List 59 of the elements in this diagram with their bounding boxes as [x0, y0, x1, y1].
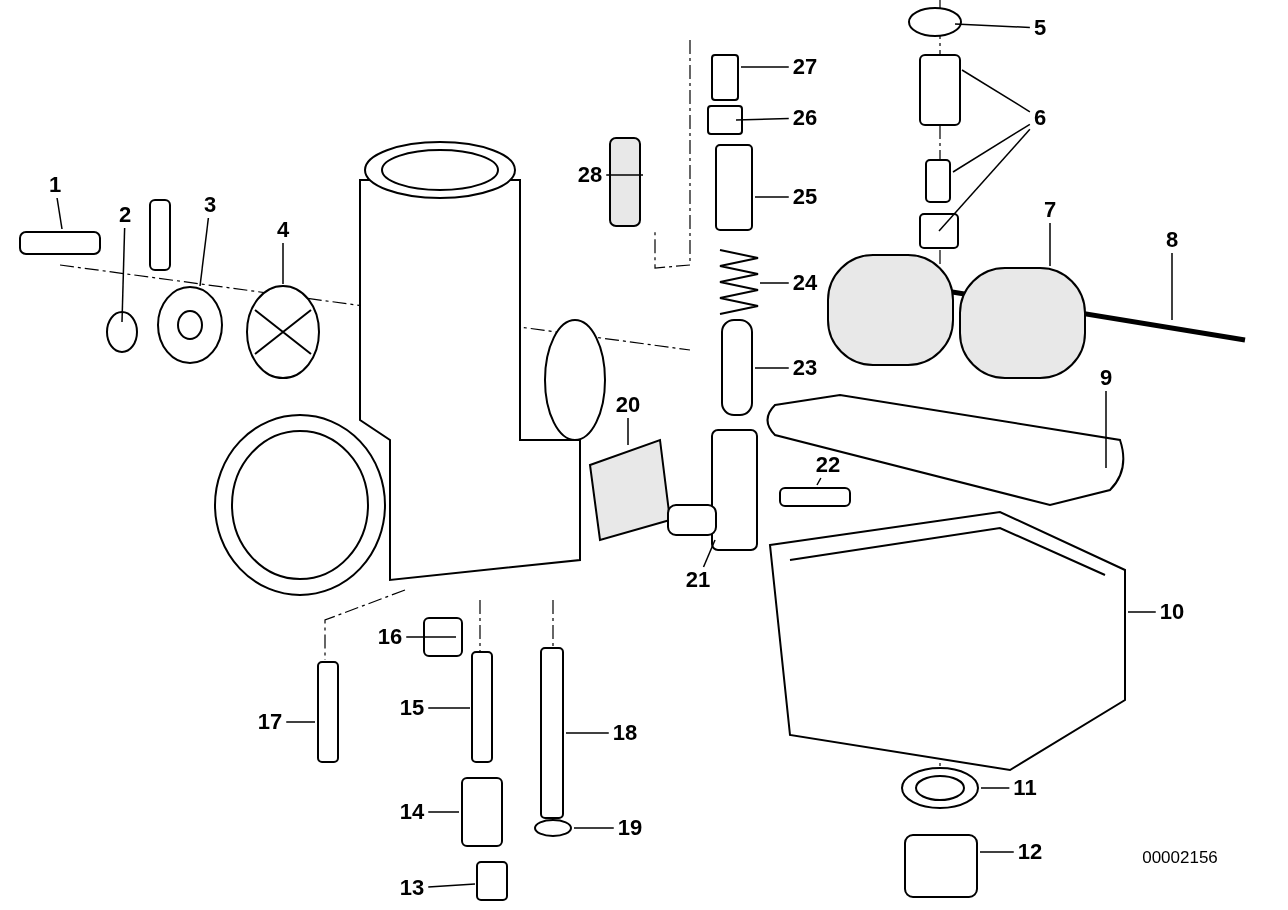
leader-line: [605, 174, 644, 176]
leader-line: [961, 69, 1031, 113]
leader-line: [285, 721, 316, 723]
leader-line: [627, 417, 629, 446]
callout-number: 17: [256, 711, 284, 733]
leader-line: [1171, 252, 1173, 321]
leader-line: [702, 539, 716, 568]
callout-number: 10: [1158, 601, 1186, 623]
callout-number: 2: [117, 204, 133, 226]
leader-line: [754, 196, 790, 198]
leader-line: [952, 123, 1031, 173]
callout-number: 3: [202, 194, 218, 216]
callout-number: 16: [376, 626, 404, 648]
leader-line: [740, 66, 790, 68]
callout-number: 19: [616, 817, 644, 839]
leader-line: [1127, 611, 1157, 613]
leader-line: [427, 883, 476, 888]
callout-number: 18: [611, 722, 639, 744]
callout-number: 21: [684, 569, 712, 591]
leader-line: [759, 282, 790, 284]
callout-number: 12: [1016, 841, 1044, 863]
callout-number: 27: [791, 56, 819, 78]
callout-number: 24: [791, 272, 819, 294]
callout-number: 1: [47, 174, 63, 196]
callout-number: 15: [398, 697, 426, 719]
callout-number: 22: [814, 454, 842, 476]
leader-line: [980, 787, 1011, 789]
leader-line: [199, 217, 210, 287]
callout-number: 14: [398, 801, 426, 823]
leader-line: [573, 827, 615, 829]
callout-number: 5: [1032, 17, 1048, 39]
callout-number: 25: [791, 186, 819, 208]
callout-number: 7: [1042, 199, 1058, 221]
callout-number: 28: [576, 164, 604, 186]
leader-line: [954, 23, 1031, 29]
callout-number: 8: [1164, 229, 1180, 251]
leader-line: [405, 636, 457, 638]
callout-number: 11: [1012, 777, 1038, 799]
leader-line: [56, 197, 63, 230]
callout-number: 20: [614, 394, 642, 416]
leader-line: [1049, 222, 1051, 267]
leader-line: [1105, 390, 1107, 469]
callout-number: 13: [398, 877, 426, 899]
leader-line: [427, 811, 460, 813]
leader-line: [979, 851, 1015, 853]
leader-line: [121, 227, 126, 323]
leader-line: [427, 707, 471, 709]
leader-line: [754, 367, 790, 369]
leader-line: [938, 128, 1031, 232]
callout-number: 6: [1032, 107, 1048, 129]
callout-number: 4: [275, 219, 291, 241]
drawing-number: 00002156: [1142, 848, 1218, 868]
leader-line: [282, 242, 284, 285]
leader-line: [816, 477, 822, 486]
leader-line: [735, 117, 790, 121]
callout-number: 26: [791, 107, 819, 129]
callout-number: 23: [791, 357, 819, 379]
callout-number: 9: [1098, 367, 1114, 389]
leader-line: [565, 732, 610, 734]
